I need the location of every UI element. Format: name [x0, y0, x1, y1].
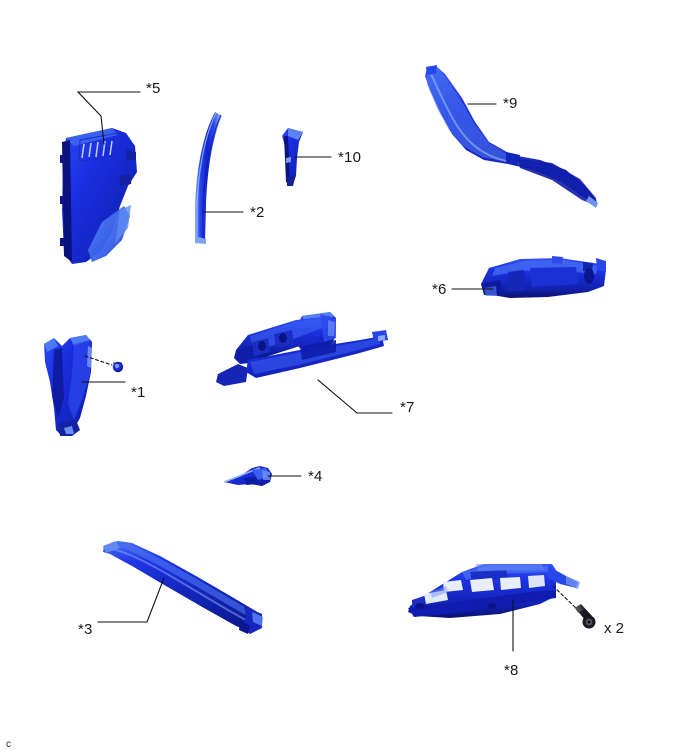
- part-5-pillar-garnish-upper: [60, 128, 137, 264]
- part-6-bracket-assembly: [481, 256, 606, 298]
- part-4-small-retainer: [223, 466, 272, 486]
- callout-label-3: *3: [78, 621, 93, 638]
- leader-line-3: [97, 577, 165, 623]
- part-9-roof-side-rail-garnish: [425, 65, 598, 208]
- bolt-quantity-label: x 2: [604, 620, 625, 637]
- part-1-pillar-garnish-lower: [44, 335, 92, 436]
- leader-line-5: [76, 91, 141, 145]
- fastener-8-bolt-icon: [575, 604, 596, 629]
- callout-label-2: *2: [250, 204, 265, 221]
- part-7-seat-track-assembly: [216, 312, 388, 386]
- part-10-small-clip-cover: [282, 128, 303, 186]
- callout-label-9: *9: [503, 95, 518, 112]
- part-3-rocker-panel-trim: [102, 541, 263, 634]
- callout-label-4: *4: [308, 468, 323, 485]
- leader-line-7: [317, 379, 393, 414]
- fastener-1-leader: [84, 355, 113, 366]
- callout-label-8: *8: [504, 662, 519, 679]
- callout-label-7: *7: [400, 399, 415, 416]
- callout-label-6: *6: [432, 281, 447, 298]
- part-2-weatherstrip-trim: [195, 112, 222, 244]
- part-8-floor-console-bracket: [408, 564, 580, 618]
- fastener-8-leader: [552, 585, 579, 611]
- callout-label-1: *1: [131, 384, 146, 401]
- fastener-1-clip-icon: [112, 361, 124, 373]
- callout-label-5: *5: [146, 80, 161, 97]
- callout-label-10: *10: [338, 149, 362, 166]
- corner-watermark: c: [6, 739, 11, 750]
